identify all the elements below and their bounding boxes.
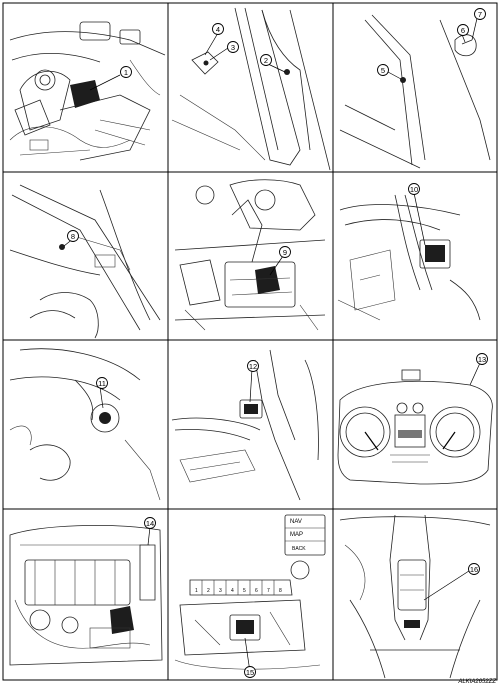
fuse-number: 7 [267, 588, 270, 594]
panel-4-a-pillar [9, 184, 161, 339]
callout-number: 12 [249, 362, 257, 371]
figure-code: ALKIA2652ZZ [458, 679, 496, 685]
panel-2-pillar-trim [171, 7, 331, 171]
leader-lines [63, 13, 481, 673]
panel-1-underdash [9, 21, 166, 161]
panel-3-pillar-clip [339, 14, 491, 169]
callout-number: 11 [98, 379, 106, 388]
callout-15: 15 [244, 666, 256, 678]
fuse-number: 5 [243, 588, 246, 594]
callout-3: 3 [227, 41, 239, 53]
panel-6-harness-connector [337, 194, 481, 321]
callout-2: 2 [260, 54, 272, 66]
back-button-label: BACK [292, 546, 306, 552]
callout-4: 4 [212, 23, 224, 35]
callout-12: 12 [247, 360, 259, 372]
callout-16: 16 [468, 563, 480, 575]
fuse-number: 3 [219, 588, 222, 594]
fuse-number: 4 [231, 588, 234, 594]
map-button-label: MAP [290, 532, 303, 538]
callout-number: 4 [216, 25, 220, 34]
fuse-number: 1 [195, 588, 198, 594]
fuse-number-row: 1 2 3 4 5 6 7 8 [195, 588, 282, 594]
nav-button-label: NAV [290, 519, 302, 525]
callout-11: 11 [96, 377, 108, 389]
callout-number: 1 [124, 68, 128, 77]
fuse-number: 8 [279, 588, 282, 594]
callout-14: 14 [144, 517, 156, 529]
callout-1: 1 [120, 66, 132, 78]
fuse-number: 2 [207, 588, 210, 594]
callout-number: 2 [264, 56, 268, 65]
callout-number: 16 [470, 565, 478, 574]
callout-number: 14 [146, 519, 154, 528]
audio-panel-labels: NAV MAP BACK 1 2 3 4 5 6 7 8 [195, 519, 306, 594]
panel-7-steering-column [9, 348, 161, 501]
callout-number: 8 [71, 232, 75, 241]
callout-number: 5 [381, 66, 385, 75]
callout-number: 15 [246, 668, 254, 677]
callout-13: 13 [476, 353, 488, 365]
callout-5: 5 [377, 64, 389, 76]
callout-number: 10 [410, 185, 418, 194]
panel-8-kick-panel [171, 349, 319, 501]
panel-10-engine-room [9, 525, 163, 666]
panel-12-console-shifter [339, 514, 491, 679]
callout-9: 9 [279, 246, 291, 258]
panel-11-audio-fuse-block [174, 514, 326, 670]
callout-number: 7 [478, 10, 482, 19]
panel-9-combination-meter [337, 369, 493, 485]
callout-6: 6 [457, 24, 469, 36]
callout-number: 3 [231, 43, 235, 52]
callout-number: 9 [283, 248, 287, 257]
panel-5-center-console [174, 179, 326, 331]
callout-7: 7 [474, 8, 486, 20]
callout-10: 10 [408, 183, 420, 195]
callout-8: 8 [67, 230, 79, 242]
callout-number: 6 [461, 26, 465, 35]
fuse-number: 6 [255, 588, 258, 594]
callout-number: 13 [478, 355, 486, 364]
